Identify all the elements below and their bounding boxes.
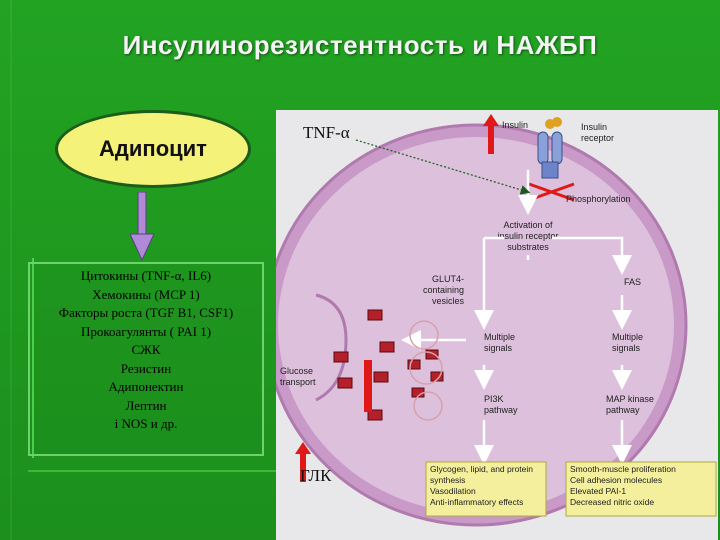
cytokine-item: Резистин xyxy=(120,360,172,376)
cytokine-item: i NOS и др. xyxy=(114,416,178,431)
svg-text:MAP kinase: MAP kinase xyxy=(606,394,654,404)
down-arrow-icon xyxy=(130,192,154,262)
cell-figure-panel: Insulin Insulin receptor Phosphorylation… xyxy=(276,110,718,540)
red-up-arrow-icon xyxy=(483,114,499,154)
adipocyte-label: Адипоцит xyxy=(99,136,207,161)
red-up-arrow-icon xyxy=(295,442,311,482)
tnf-alpha-label: TNF-α xyxy=(303,123,350,142)
svg-text:GLUT4-: GLUT4- xyxy=(432,274,464,284)
fas-label: FAS xyxy=(624,277,641,287)
phosphorylation-label: Phosphorylation xyxy=(566,194,631,204)
svg-text:receptor: receptor xyxy=(581,133,614,143)
cytokine-item: Цитокины (TNF-α, IL6) xyxy=(80,268,212,283)
glk-label: ГЛК xyxy=(300,466,332,485)
cytokine-item: СЖК xyxy=(131,342,161,357)
svg-text:Glycogen, lipid, and protein: Glycogen, lipid, and protein xyxy=(430,464,533,474)
svg-text:Cell adhesion molecules: Cell adhesion molecules xyxy=(570,475,662,485)
svg-text:Smooth-muscle proliferation: Smooth-muscle proliferation xyxy=(570,464,676,474)
adipocyte-ellipse: Адипоцит xyxy=(55,110,251,188)
svg-text:Glucose: Glucose xyxy=(280,366,313,376)
cell-diagram: Insulin Insulin receptor Phosphorylation… xyxy=(276,114,717,527)
cytokine-item: Адипонектин xyxy=(108,379,184,394)
svg-text:PI3K: PI3K xyxy=(484,394,504,404)
cytokine-item: Прокоагулянты ( PAI 1) xyxy=(80,323,212,339)
svg-text:vesicles: vesicles xyxy=(432,296,465,306)
svg-text:Elevated PAI-1: Elevated PAI-1 xyxy=(570,486,626,496)
cytokine-item: Хемокины (MCP 1) xyxy=(92,286,200,302)
frame-line-horizontal xyxy=(28,470,278,472)
svg-text:signals: signals xyxy=(484,343,513,353)
svg-text:containing: containing xyxy=(423,285,464,295)
svg-text:substrates: substrates xyxy=(507,242,549,252)
pi3k-result-box xyxy=(425,461,547,517)
svg-text:Vasodilation: Vasodilation xyxy=(430,486,476,496)
insulin-receptor-icon xyxy=(537,117,563,179)
insulin-receptor-label: Insulin xyxy=(581,122,607,132)
tnf-dotted-arrow xyxy=(355,139,531,195)
svg-text:pathway: pathway xyxy=(484,405,518,415)
slide-title: Инсулинорезистентность и НАЖБП xyxy=(122,30,598,60)
svg-text:Activation of: Activation of xyxy=(503,220,553,230)
svg-text:signals: signals xyxy=(612,343,641,353)
svg-text:Multiple: Multiple xyxy=(484,332,515,342)
mapk-result-box xyxy=(565,461,717,517)
svg-text:synthesis: synthesis xyxy=(430,475,465,485)
svg-text:Decreased nitric oxide: Decreased nitric oxide xyxy=(570,497,654,507)
red-block-bar xyxy=(364,360,372,412)
svg-text:transport: transport xyxy=(280,377,316,387)
cytokine-item: Лептин xyxy=(125,397,167,413)
frame-line-vertical xyxy=(32,258,34,458)
svg-text:Multiple: Multiple xyxy=(612,332,643,342)
svg-text:pathway: pathway xyxy=(606,405,640,415)
svg-text:Anti-inflammatory effects: Anti-inflammatory effects xyxy=(430,497,523,507)
insulin-label: Insulin xyxy=(502,120,528,130)
cytokine-item: Факторы роста (TGF B1, CSF1) xyxy=(58,305,234,320)
svg-text:insulin receptor: insulin receptor xyxy=(497,231,558,241)
cytokines-box: Цитокины (TNF-α, IL6) Хемокины (MCP 1) Ф… xyxy=(28,262,264,456)
